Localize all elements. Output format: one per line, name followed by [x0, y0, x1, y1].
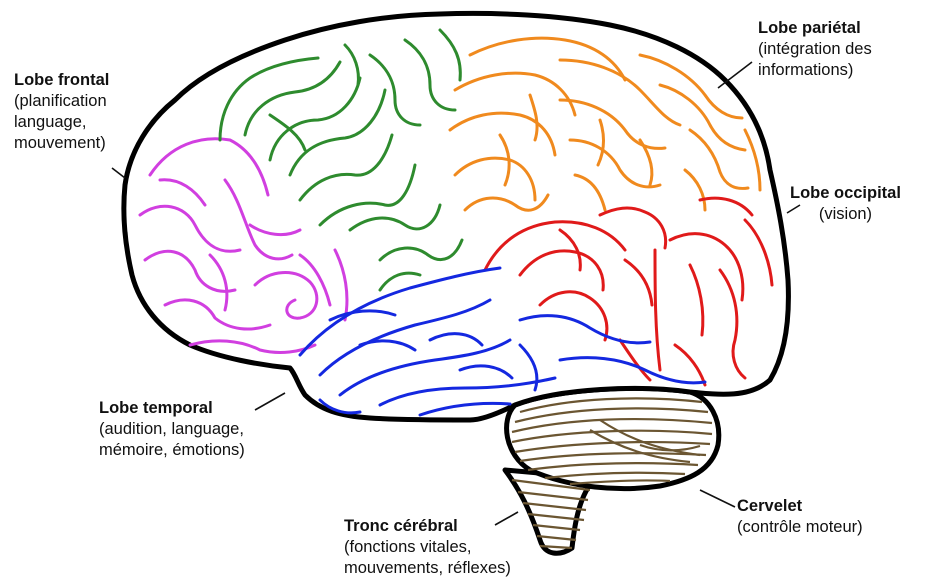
parietal-lobe-title: Lobe pariétal [758, 18, 872, 39]
label-cerebellum: Cervelet (contrôle moteur) [737, 496, 863, 538]
label-parietal-lobe: Lobe pariétal (intégration des informati… [758, 18, 872, 81]
label-frontal-lobe: Lobe frontal (planification language, mo… [14, 70, 109, 154]
brainstem-desc-1: (fonctions vitales, [344, 537, 511, 558]
occipital-lobe-desc-1: (vision) [790, 204, 901, 225]
parietal-lobe-desc-2: informations) [758, 60, 872, 81]
temporal-lobe-title: Lobe temporal [99, 398, 245, 419]
brainstem-desc-2: mouvements, réflexes) [344, 558, 511, 579]
frontal-lobe-desc-1: (planification [14, 91, 109, 112]
cerebellum-title: Cervelet [737, 496, 863, 517]
frontal-lobe-desc-2: language, [14, 112, 109, 133]
cerebellum [507, 388, 719, 488]
label-brainstem: Tronc cérébral (fonctions vitales, mouve… [344, 516, 511, 579]
occipital-lobe-title: Lobe occipital [790, 183, 901, 204]
temporal-lobe-desc-2: mémoire, émotions) [99, 440, 245, 461]
cerebellum-desc-1: (contrôle moteur) [737, 517, 863, 538]
frontal-lobe-title: Lobe frontal [14, 70, 109, 91]
label-occipital-lobe: Lobe occipital (vision) [790, 183, 901, 225]
label-temporal-lobe: Lobe temporal (audition, language, mémoi… [99, 398, 245, 461]
frontal-lobe-desc-3: mouvement) [14, 133, 109, 154]
brain-outline [124, 13, 789, 420]
parietal-lobe-desc-1: (intégration des [758, 39, 872, 60]
brainstem-title: Tronc cérébral [344, 516, 511, 537]
temporal-lobe-desc-1: (audition, language, [99, 419, 245, 440]
